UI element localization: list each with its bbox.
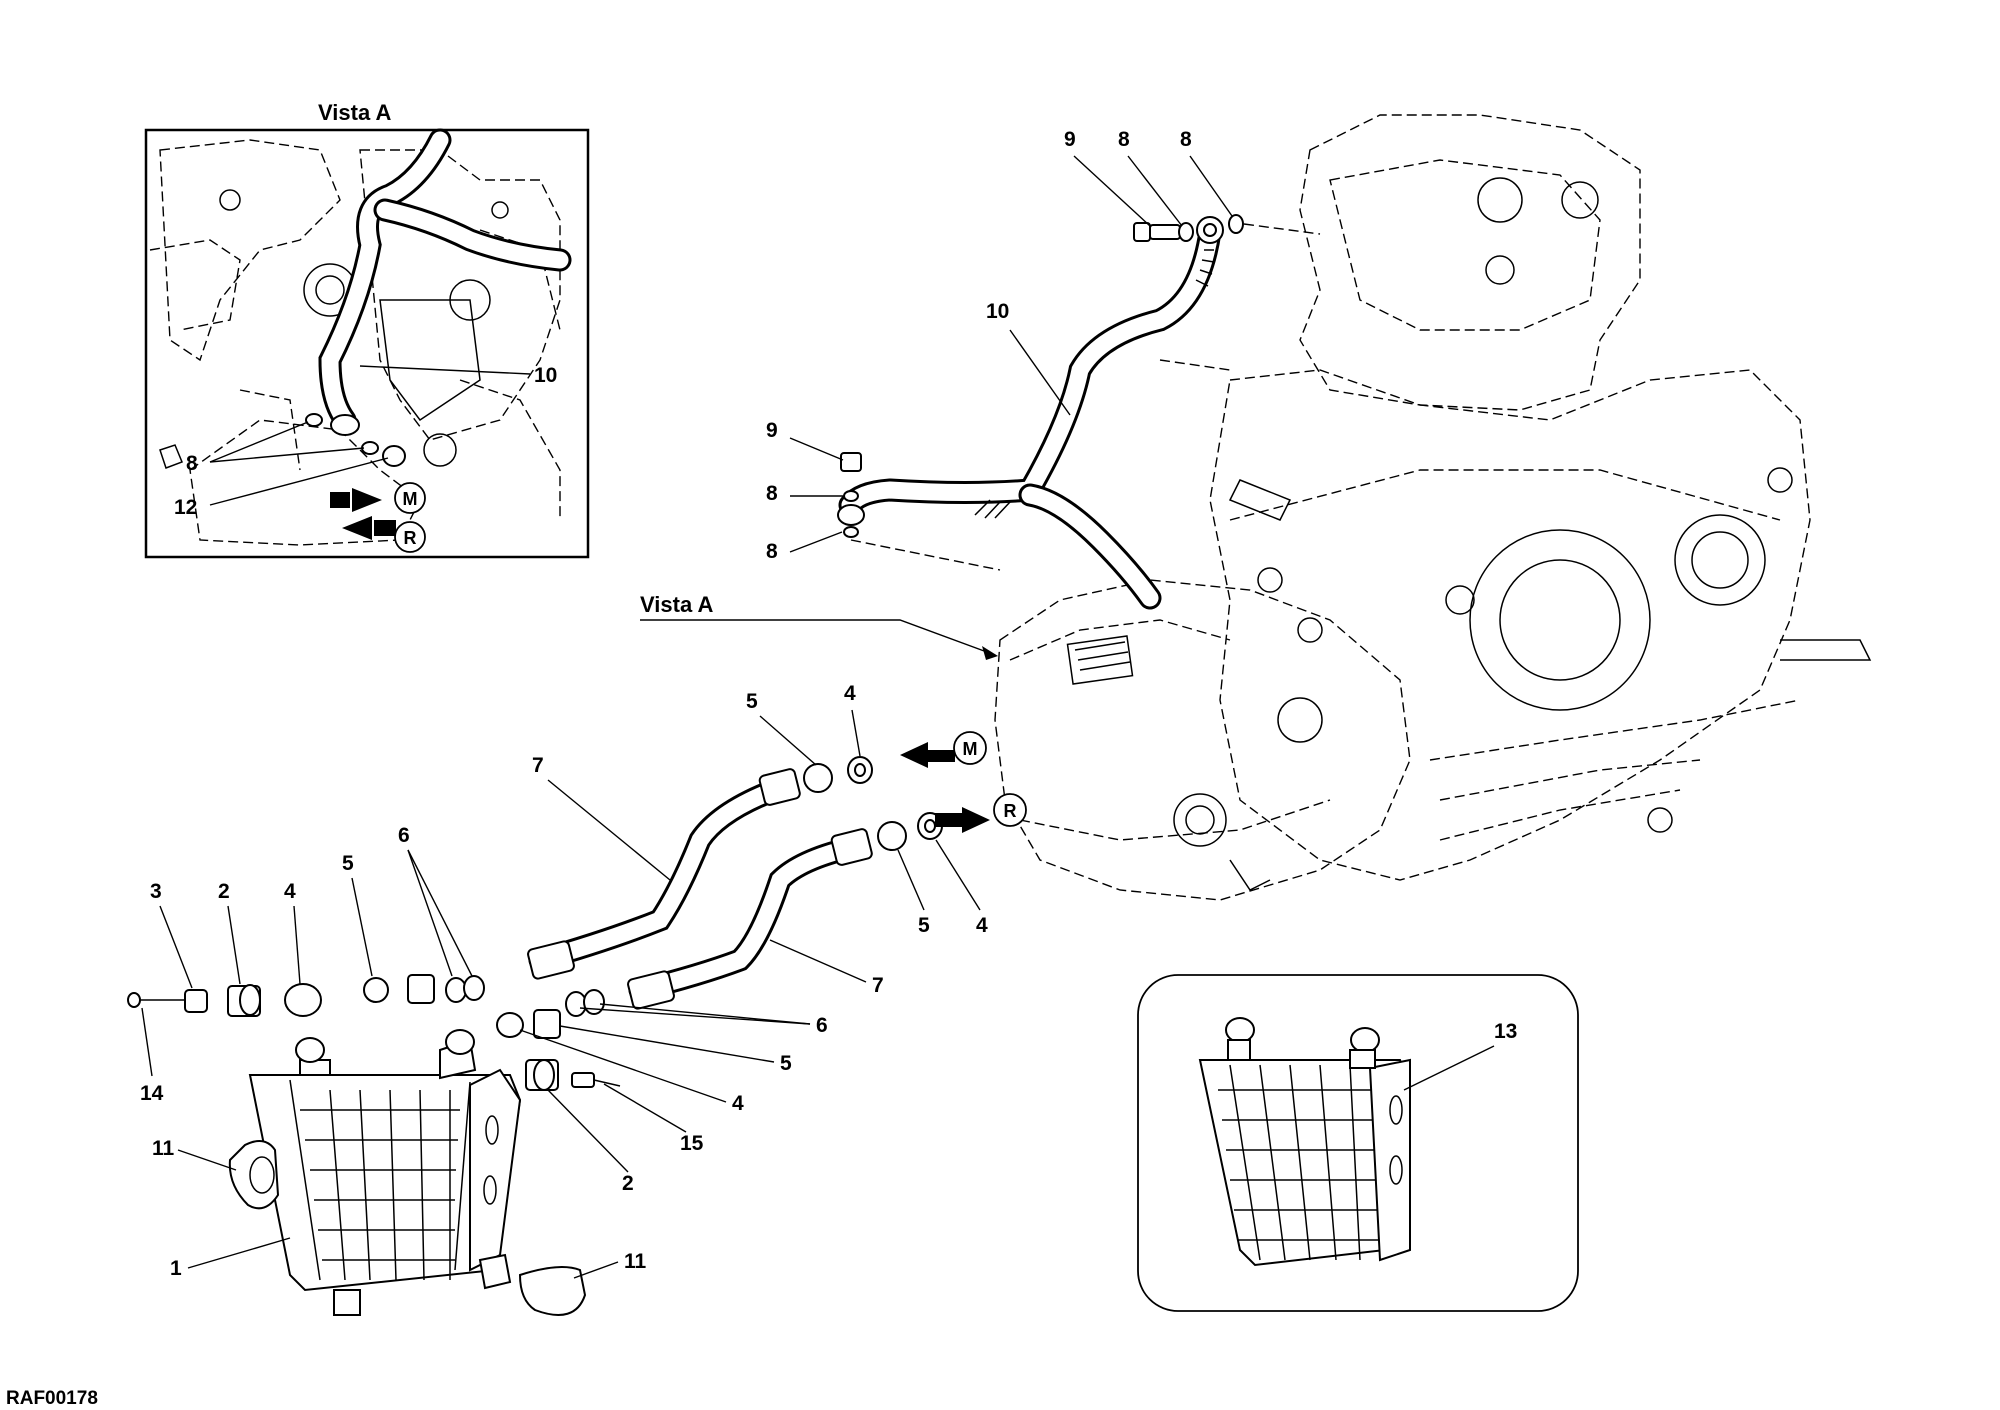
callout-11-right: 11: [624, 1250, 647, 1273]
fittings: [127, 974, 621, 1091]
callout-7-bottom: 7: [872, 974, 884, 997]
inset-title: Vista A: [318, 100, 391, 125]
callout-5-bottom: 5: [780, 1052, 792, 1075]
inset-marker-m: M: [403, 489, 418, 509]
callout-1: 1: [170, 1257, 182, 1280]
inset-callout-10: 10: [534, 364, 557, 387]
callout-14: 14: [140, 1082, 164, 1105]
callout-5-left: 5: [342, 852, 354, 875]
alt-cooler-box: [1137, 974, 1579, 1312]
inset-callout-12: 12: [174, 496, 197, 519]
callout-2-bottom: 2: [622, 1172, 634, 1195]
oil-cooler: [228, 1029, 587, 1316]
marker-r: R: [1004, 801, 1017, 821]
arrow-r-icon: [935, 807, 990, 833]
callout-8-mid-a: 8: [766, 482, 778, 505]
callout-8-top-b: 8: [1180, 128, 1192, 151]
arrow-m-icon: [900, 742, 955, 768]
callout-13: 13: [1494, 1020, 1517, 1043]
document-code: RAF00178: [6, 1388, 98, 1409]
callout-4-bottom: 4: [732, 1092, 744, 1115]
callout-10: 10: [986, 300, 1009, 323]
engine-block: [994, 114, 1872, 901]
view-pointer-label: Vista A: [640, 592, 713, 617]
upper-oil-hose: [837, 214, 1321, 610]
callout-11-left: 11: [152, 1137, 175, 1160]
callout-9-mid: 9: [766, 419, 778, 442]
callout-8-top-a: 8: [1118, 128, 1130, 151]
marker-m: M: [963, 739, 978, 759]
callout-15: 15: [680, 1132, 704, 1155]
callout-6-right: 6: [816, 1014, 828, 1037]
inset-frame: [144, 128, 590, 559]
callout-4-left: 4: [284, 880, 296, 903]
callout-5-top: 5: [746, 690, 758, 713]
callout-3: 3: [150, 880, 162, 903]
inset-vista-a: Vista A: [144, 100, 590, 559]
callout-7-top: 7: [532, 754, 544, 777]
callout-2-top: 2: [218, 880, 230, 903]
inset-callouts: 10 8 12 M R: [174, 364, 557, 553]
callout-9-top: 9: [1064, 128, 1076, 151]
inset-callout-8: 8: [186, 452, 198, 475]
inset-arrow-m-icon: [330, 488, 382, 512]
inset-arrow-r-icon: [342, 516, 396, 540]
callout-4-right: 4: [976, 914, 988, 937]
main-oil-hoses: M R: [527, 731, 1027, 1010]
callout-8-mid-b: 8: [766, 540, 778, 563]
callout-6-left: 6: [398, 824, 410, 847]
callout-4-top: 4: [844, 682, 856, 705]
inset-marker-r: R: [404, 528, 417, 548]
inset-oil-hose: [305, 128, 572, 467]
callouts: 9 8 8 10 9 8 8 Vista A 5 4 7 5 4 7 3 2: [140, 128, 1517, 1280]
callout-5-right: 5: [918, 914, 930, 937]
